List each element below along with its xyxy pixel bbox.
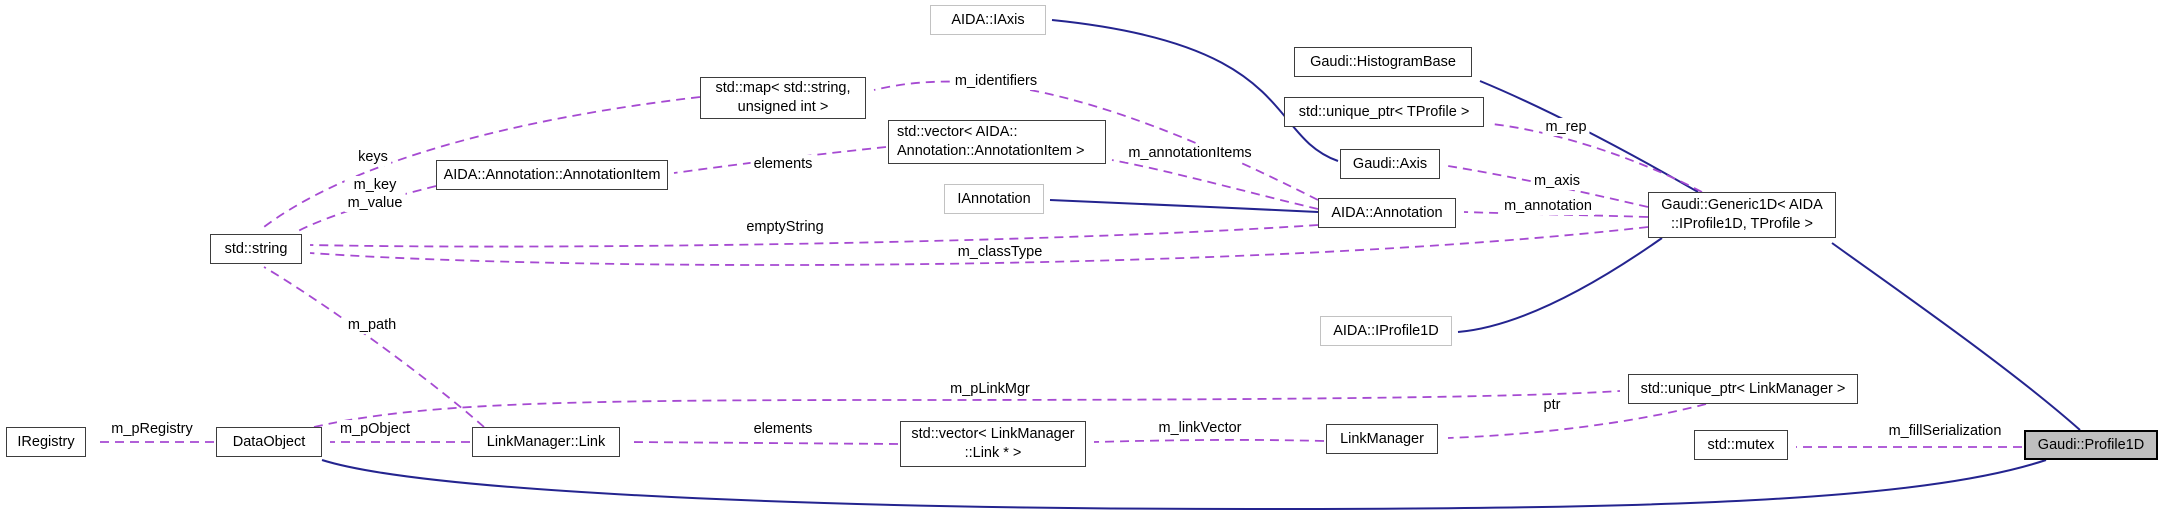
edge-generic1d-to-histogram-base: [1479, 80, 1699, 193]
edge-label-m-p-registry: m_pRegistry: [108, 420, 196, 438]
edge-profile1d-to-dataobject: [321, 459, 2047, 511]
node-gaudi-generic1d[interactable]: Gaudi::Generic1D< AIDA ::IProfile1D, TPr…: [1648, 192, 1836, 238]
node-std-unique-ptr-linkmanager[interactable]: std::unique_ptr< LinkManager >: [1628, 374, 1858, 404]
edge-label-m-p-link-mgr: m_pLinkMgr: [947, 380, 1033, 398]
edge-label-m-link-vector: m_linkVector: [1155, 419, 1245, 437]
edge-label-m-path: m_path: [344, 316, 400, 334]
edge-m-p-link-mgr: [313, 390, 1621, 428]
edge-empty-string: [309, 224, 1319, 248]
node-label-line1: std::vector< AIDA::: [897, 124, 1018, 140]
node-std-string[interactable]: std::string: [210, 234, 302, 264]
node-label: Gaudi::Profile1D: [2037, 436, 2145, 453]
edge-label-empty-string: emptyString: [743, 218, 827, 236]
edge-m-annotation-items: [1111, 159, 1319, 210]
edge-elements-bottom: [627, 441, 899, 445]
edge-ptr: [1447, 403, 1707, 439]
edge-m-link-vector: [1093, 439, 1325, 443]
edge-label-m-axis: m_axis: [1531, 172, 1583, 190]
node-aida-iaxis[interactable]: AIDA::IAxis: [930, 5, 1046, 35]
node-gaudi-axis[interactable]: Gaudi::Axis: [1340, 149, 1440, 179]
edge-label-m-identifiers: m_identifiers: [951, 72, 1041, 90]
edge-label-m-class-type: m_classType: [954, 243, 1046, 261]
node-label: AIDA::IAxis: [951, 11, 1025, 28]
edge-label-m-annotation: m_annotation: [1501, 197, 1595, 215]
node-gaudi-profile1d[interactable]: Gaudi::Profile1D: [2024, 430, 2158, 460]
node-label: std::string: [224, 240, 288, 257]
node-std-unique-ptr-tprofile[interactable]: std::unique_ptr< TProfile >: [1284, 97, 1484, 127]
edge-label-m-fill-serialization: m_fillSerialization: [1885, 422, 2005, 440]
node-label-line2: ::IProfile1D, TProfile >: [1671, 216, 1813, 232]
node-label: LinkManager::Link: [486, 433, 606, 450]
node-gaudi-histogram-base[interactable]: Gaudi::HistogramBase: [1294, 47, 1472, 77]
node-label: AIDA::Annotation: [1331, 204, 1443, 221]
node-label-line2: Annotation::AnnotationItem >: [897, 143, 1085, 159]
node-std-mutex[interactable]: std::mutex: [1694, 430, 1788, 460]
node-std-vector-linkmanager-link[interactable]: std::vector< LinkManager ::Link * >: [900, 421, 1086, 467]
edge-label-elements-bottom: elements: [750, 420, 816, 438]
edge-label-m-key: m_key: [353, 177, 397, 193]
node-aida-annotation-annotation-item[interactable]: AIDA::Annotation::AnnotationItem: [436, 160, 668, 190]
edge-label-elements-top: elements: [750, 155, 816, 173]
node-aida-annotation[interactable]: AIDA::Annotation: [1318, 198, 1456, 228]
node-linkmanager-link[interactable]: LinkManager::Link: [472, 427, 620, 457]
node-std-vector-annotation-item[interactable]: std::vector< AIDA:: Annotation::Annotati…: [888, 120, 1106, 164]
edge-label-m-value: m_value: [347, 195, 403, 211]
node-label: AIDA::IProfile1D: [1333, 322, 1439, 339]
node-label: std::unique_ptr< LinkManager >: [1640, 380, 1846, 397]
node-label-line2: ::Link * >: [964, 445, 1022, 461]
edge-m-rep: [1491, 123, 1703, 193]
edge-keys: [259, 96, 701, 231]
node-label: IRegistry: [17, 433, 75, 450]
node-aida-iprofile1d[interactable]: AIDA::IProfile1D: [1320, 316, 1452, 346]
edge-aida-annotation-to-iannotation: [1049, 199, 1319, 213]
edge-generic1d-to-aida-iprofile1d: [1457, 237, 1663, 333]
edge-profile1d-to-generic1d: [1831, 242, 2081, 431]
node-iannotation[interactable]: IAnnotation: [944, 184, 1044, 214]
node-label-line1: Gaudi::Generic1D< AIDA: [1661, 197, 1823, 213]
edge-label-m-key-m-value: m_key m_value: [344, 176, 406, 212]
edge-m-identifiers: [873, 80, 1319, 201]
node-label: AIDA::Annotation::AnnotationItem: [443, 166, 661, 183]
edge-label-m-annotation-items: m_annotationItems: [1125, 144, 1255, 162]
node-label: LinkManager: [1340, 430, 1424, 447]
node-dataobject[interactable]: DataObject: [216, 427, 322, 457]
edge-label-keys: keys: [355, 148, 391, 166]
edge-label-ptr: ptr: [1540, 396, 1564, 414]
node-label: IAnnotation: [957, 190, 1031, 207]
edge-label-m-rep: m_rep: [1542, 118, 1590, 136]
node-iregistry[interactable]: IRegistry: [6, 427, 86, 457]
node-label-line1: std::vector< LinkManager: [911, 426, 1075, 442]
node-label: DataObject: [232, 433, 306, 450]
node-label: Gaudi::HistogramBase: [1310, 53, 1456, 70]
node-label: std::unique_ptr< TProfile >: [1298, 103, 1470, 120]
node-label-line1: std::map< std::string,: [715, 80, 851, 96]
edge-label-m-p-object: m_pObject: [336, 420, 414, 438]
node-std-map[interactable]: std::map< std::string, unsigned int >: [700, 77, 866, 119]
node-label: std::mutex: [1707, 436, 1775, 453]
edge-gaudi-axis-to-aida-iaxis: [1051, 19, 1339, 162]
node-linkmanager[interactable]: LinkManager: [1326, 424, 1438, 454]
edge-m-path: [263, 266, 485, 428]
node-label: Gaudi::Axis: [1352, 155, 1428, 172]
node-label-line2: unsigned int >: [737, 99, 829, 115]
